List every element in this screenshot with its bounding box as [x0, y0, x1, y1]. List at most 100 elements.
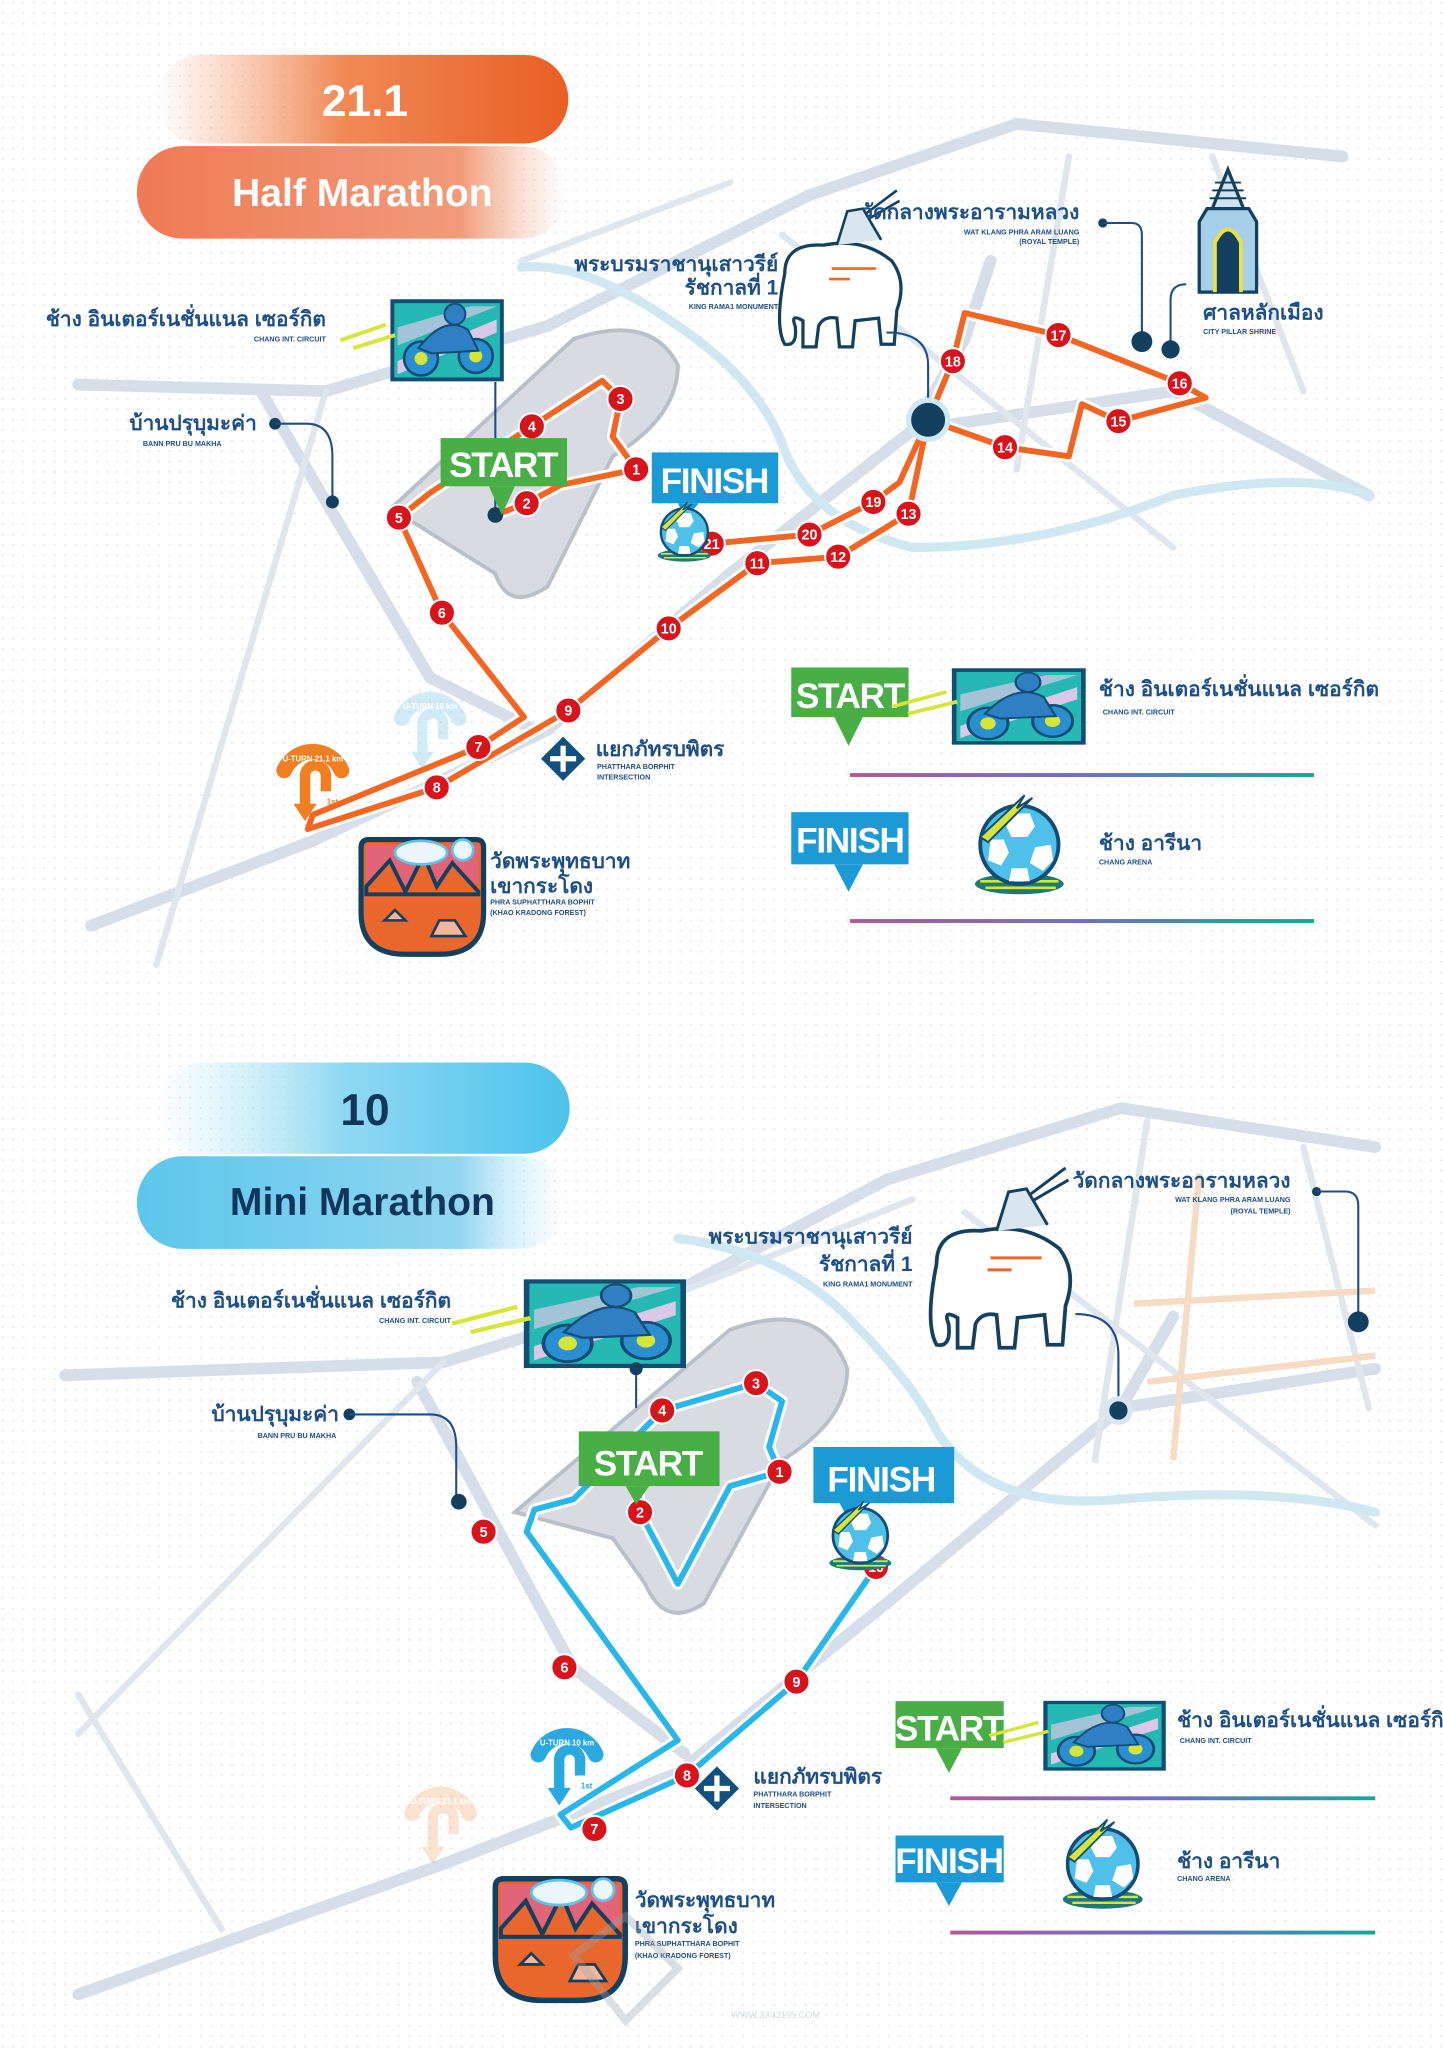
km-marker-circle [1044, 321, 1073, 350]
landmark-name-th: ช้าง อินเตอร์เนชั่นแนล เซอร์กิต [46, 303, 326, 331]
km-marker-label: 13 [901, 507, 917, 523]
km-marker-circle [795, 520, 824, 549]
km-marker-label: 2 [636, 1505, 644, 1521]
km-marker-circle [648, 1396, 677, 1425]
km-marker: 5 [469, 1517, 498, 1546]
legend-start-label: START [895, 1709, 1005, 1748]
landmark-name-en-line1: PHRA SUPHATTHARA BOPHIT [490, 899, 595, 907]
km-marker-label: 6 [438, 606, 446, 622]
landmark-name-en: CHANG INT. CIRCUIT [379, 1317, 452, 1325]
legend-finish: FINISH ช้าง อารีนา CHANG ARENA [895, 1817, 1376, 1935]
km-marker-label: 8 [683, 1769, 691, 1785]
landmark-name-th-line1: วัดพระพุทธบาท [490, 850, 630, 874]
landmark-name-en: BANN PRU BU MAKHA [143, 440, 222, 448]
km-marker: 6 [550, 1653, 579, 1682]
km-marker: 8 [422, 773, 451, 802]
km-marker-circle [427, 598, 456, 627]
finish-tag: FINISH [651, 452, 779, 519]
km-marker-label: 3 [752, 1376, 760, 1392]
km-marker-circle [894, 499, 923, 528]
legend-divider [950, 1796, 1376, 1801]
km-marker: 16 [1165, 369, 1194, 398]
km-marker-circle [464, 732, 493, 762]
landmark-name-en-line1: PHATTHARA BORPHIT [753, 1790, 832, 1798]
km-marker: 14 [991, 433, 1020, 462]
km-marker-circle [824, 542, 853, 571]
uturn-badge-faded: U-TURN 10 km [401, 700, 458, 768]
landmark-name-th-line2: รัชกาลที่ 1 [819, 1248, 913, 1276]
km-marker-circle [580, 1814, 609, 1843]
km-marker: 17 [1044, 321, 1073, 350]
km-marker-label: 19 [865, 495, 881, 511]
km-marker-label: 2 [523, 496, 531, 512]
km-marker-circle [743, 549, 772, 578]
landmark-name-th: วัดกลางพระอารามหลวง [1073, 1170, 1291, 1193]
watermark-url: WWW.ZX42195.COM [731, 2010, 820, 2020]
km-marker-circle [469, 1517, 498, 1546]
landmark-name-en-line1: PHATTHARA BORPHIT [597, 763, 676, 771]
landmark-phatthara: แยกภัทรบพิตร PHATTHARA BORPHIT INTERSECT… [541, 737, 725, 782]
km-marker: 6 [427, 598, 456, 627]
km-marker-circle [422, 773, 451, 802]
legend-divider [849, 919, 1314, 923]
roundabout-monument-marker [905, 397, 951, 442]
race-title: Half Marathon [232, 172, 493, 215]
km-marker-label: 20 [802, 528, 818, 544]
landmark-name-th: ศาลหลักเมือง [1203, 301, 1323, 324]
landmark-name-th-line1: วัดพระพุทธบาท [635, 1889, 775, 1913]
km-marker-circle [550, 1653, 579, 1682]
km-marker-label: 1 [632, 463, 640, 479]
uturn-label: U-TURN 21.1 km [282, 754, 343, 763]
legend-finish-name-th: ช้าง อารีนา [1177, 1849, 1280, 1873]
km-marker-circle [782, 1667, 811, 1696]
watermark: WWW.ZX42195.COM [567, 1911, 820, 2027]
km-marker-label: 18 [945, 354, 961, 370]
km-marker-circle [859, 487, 888, 516]
route-line-half [304, 309, 1209, 833]
km-marker-label: 9 [792, 1675, 800, 1691]
km-marker-circle [765, 1457, 794, 1486]
km-marker: 4 [648, 1396, 677, 1425]
legend-finish-label: FINISH [895, 1842, 1003, 1881]
uturn-label: U-TURN 10 km [540, 1739, 594, 1748]
km-marker: 2 [512, 489, 541, 518]
finish-tag: FINISH [813, 1446, 955, 1518]
km-marker-label: 21 [704, 537, 720, 553]
landmark-chang-circuit: ช้าง อินเตอร์เนชั่นแนล เซอร์กิต CHANG IN… [171, 1281, 683, 1408]
km-marker-label: 16 [1172, 377, 1188, 393]
finish-label: FINISH [661, 462, 769, 501]
uturn-count: 1st [327, 797, 339, 806]
km-marker: 3 [742, 1369, 771, 1398]
start-label: START [449, 446, 559, 485]
km-marker-label: 1 [776, 1465, 784, 1481]
km-marker: 2 [626, 1498, 655, 1527]
landmark-name-en-line2: (KHAO KRADONG FOREST) [635, 1952, 731, 1960]
km-marker: 3 [606, 384, 635, 413]
km-marker-circle [606, 384, 635, 413]
km-marker-label: 8 [433, 781, 441, 797]
km-marker: 7 [464, 732, 493, 762]
uturn-label: U-TURN 10 km [403, 702, 457, 711]
km-marker-circle [742, 1369, 771, 1398]
km-marker-label: 11 [750, 556, 765, 572]
landmark-name-en-line2: INTERSECTION [753, 1802, 806, 1810]
km-marker: 10 [654, 614, 683, 643]
uturn-badge: U-TURN 21.1 km 1st [282, 752, 343, 820]
legend-finish-label: FINISH [796, 822, 904, 861]
distance-label: 21.1 [322, 77, 408, 126]
mountain-temple-icon [361, 840, 484, 955]
landmark-name-en: BANN PRU BU MAKHA [258, 1432, 337, 1440]
legend-start-name-th: ช้าง อินเตอร์เนชั่นแนล เซอร์กิต [1177, 1704, 1443, 1732]
landmark-name-en-line1: WAT KLANG PHRA ARAM LUANG [964, 229, 1080, 237]
km-marker-label: 12 [830, 550, 846, 566]
km-marker-label: 7 [590, 1822, 598, 1838]
km-marker-label: 5 [395, 511, 403, 527]
landmark-name-en-line2: INTERSECTION [597, 774, 650, 782]
title-pill: Mini Marathon [136, 1156, 568, 1249]
uturn-count: 1st [581, 1782, 593, 1791]
km-marker: 20 [795, 520, 824, 549]
uturn-label: U-TURN 21.1 km [410, 1797, 471, 1806]
distance-label: 10 [340, 1086, 389, 1135]
